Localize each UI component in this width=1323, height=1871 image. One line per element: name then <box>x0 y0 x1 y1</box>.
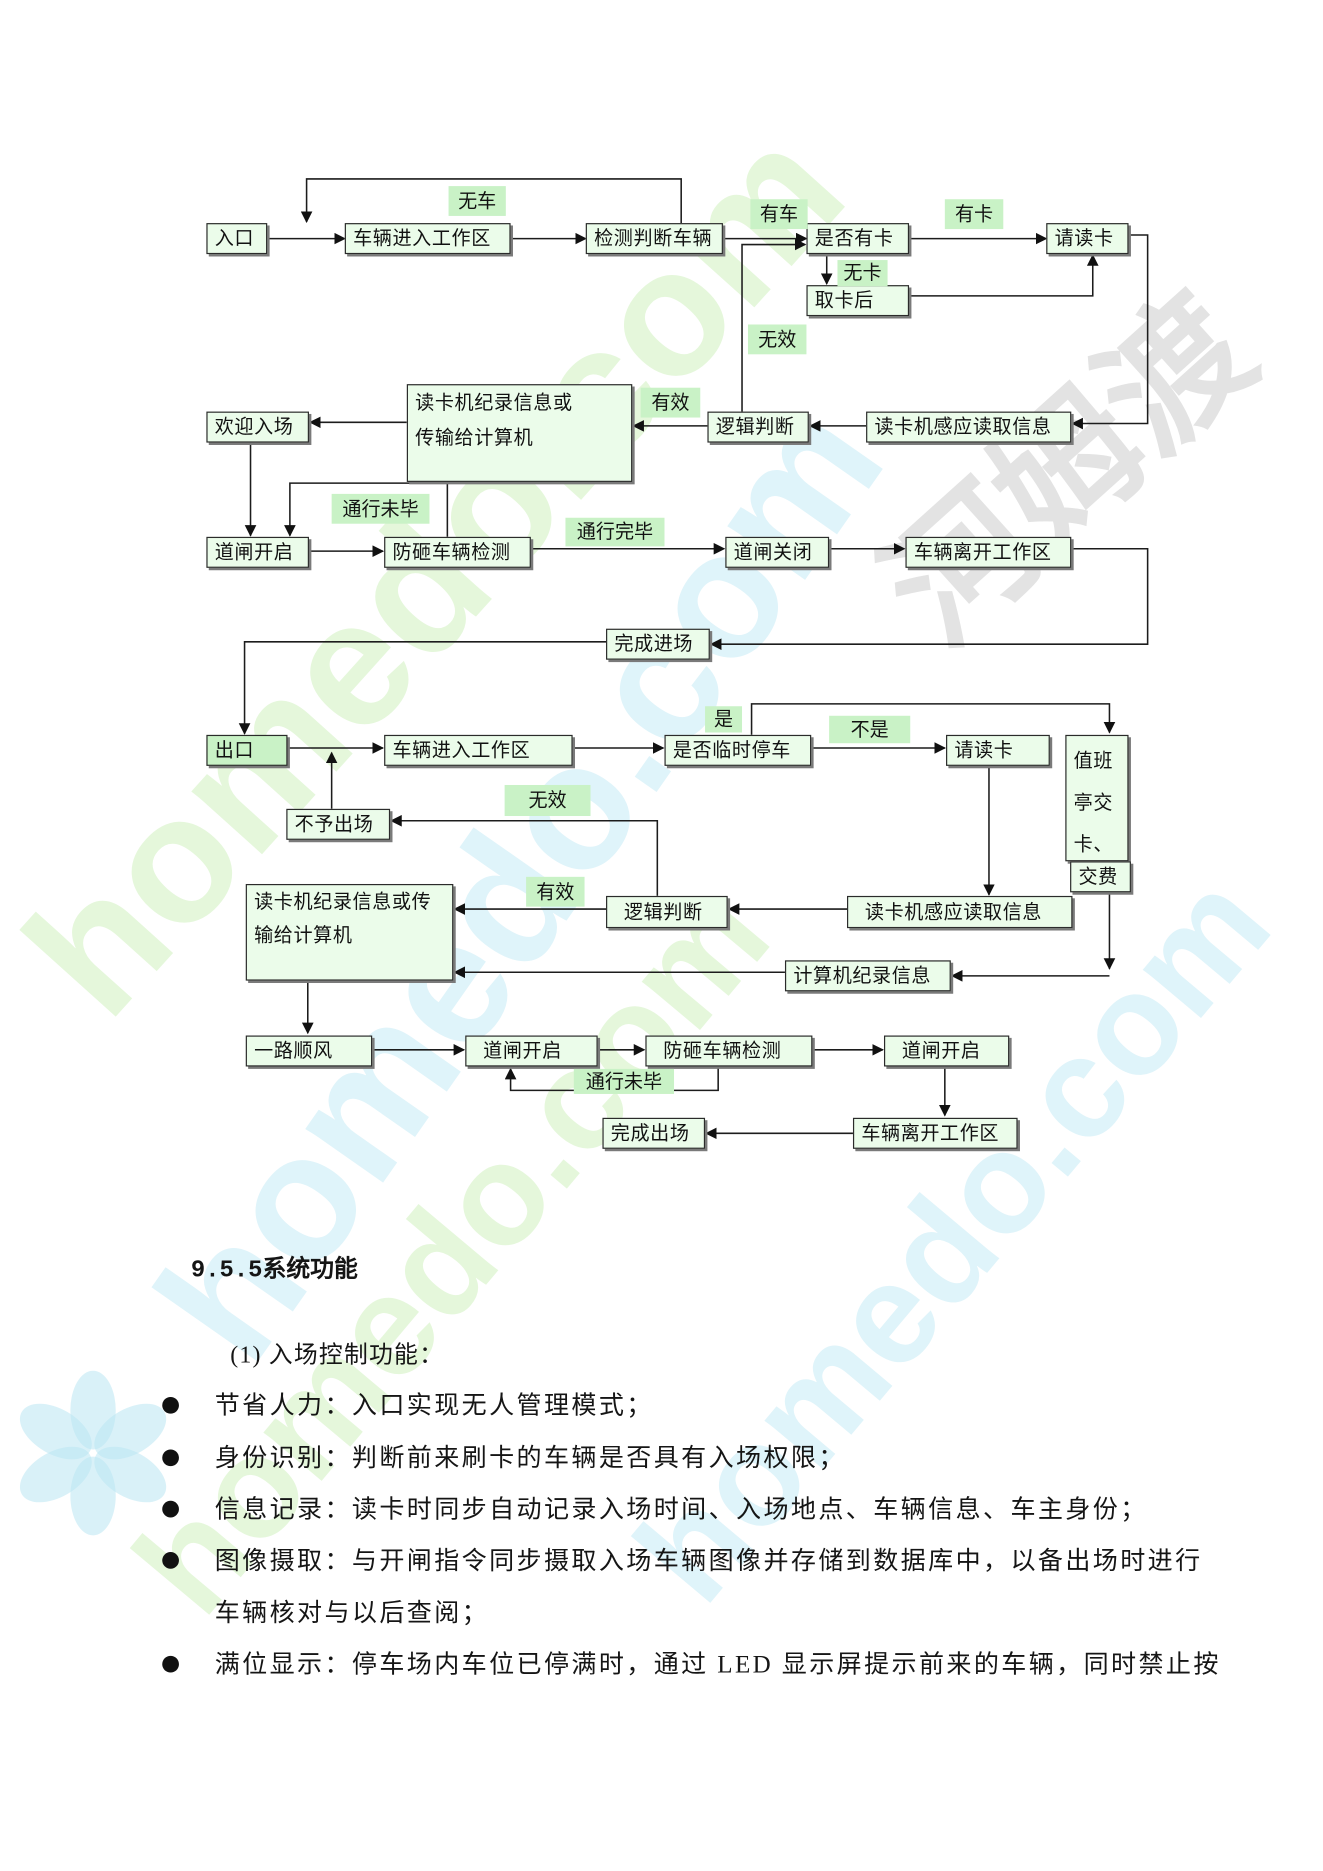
bullet-text: 信息记录：读卡时同步自动记录入场时间、入场地点、车辆信息、车主身份； <box>214 1494 1148 1524</box>
node-pay-fee: 交费 <box>1070 861 1131 893</box>
flower-logo-icon <box>19 1370 167 1536</box>
edge-label-exit-not-passed: 通行未毕 <box>573 1068 675 1094</box>
node-exit-gate-open-2: 道闸开启 <box>883 1035 1010 1067</box>
node-deny-exit: 不予出场 <box>286 808 391 840</box>
node-detect-vehicle: 检测判断车辆 <box>585 223 723 255</box>
edge-label-exit-valid: 有效 <box>526 876 585 907</box>
node-bon-voyage: 一路顺风 <box>245 1035 373 1067</box>
node-exit-reader-sense: 读卡机感应读取信息 <box>847 895 1073 929</box>
node-text-line: 传输给计算机 <box>415 425 534 449</box>
bullet-text: 满位显示：停车场内车位已停满时，通过 LED 显示屏提示前来的车辆，同时禁止按 <box>214 1649 1221 1679</box>
flowchart-connectors <box>238 178 1149 1140</box>
node-vehicle-enter: 车辆进入工作区 <box>344 223 511 255</box>
edge-label-invalid: 无效 <box>747 324 807 355</box>
edge-label-not-passed: 通行未毕 <box>331 493 430 524</box>
node-exit-anti-smash-detect: 防砸车辆检测 <box>645 1035 813 1067</box>
arrow-take-card-to-request <box>909 254 1099 297</box>
edge-label-passed: 通行完毕 <box>565 517 665 547</box>
node-text-line: 输给计算机 <box>254 923 353 947</box>
bullet-icon <box>162 1449 179 1467</box>
arrow-to-entry-complete <box>709 547 1149 651</box>
node-gate-close: 道闸关闭 <box>725 536 830 568</box>
node-is-temporary: 是否临时停车 <box>664 734 812 766</box>
arrow-request-to-reader <box>1071 234 1149 430</box>
node-exit-gate-open-1: 道闸开启 <box>465 1035 598 1067</box>
node-exit-vehicle-leave: 车辆离开工作区 <box>852 1117 1018 1149</box>
node-reader-sense: 读卡机感应读取信息 <box>866 411 1072 443</box>
edge-label-no-vehicle: 无车 <box>448 186 506 216</box>
bullet-icon <box>162 1396 179 1414</box>
edge-label-exit-invalid: 无效 <box>504 784 591 816</box>
node-text-line: 亭交 <box>1073 790 1114 814</box>
arrow-no-vehicle-loop <box>300 178 682 224</box>
node-exit-request-card: 请读卡 <box>946 734 1050 766</box>
edge-label-no-card: 无卡 <box>837 260 888 287</box>
node-gate-open: 道闸开启 <box>206 536 309 568</box>
bullet-icon <box>162 1552 179 1569</box>
node-exit-complete: 完成出场 <box>602 1117 706 1149</box>
node-text-line: 读卡机纪录信息或传 <box>254 889 432 913</box>
node-logic-judge: 逻辑判断 <box>707 411 809 443</box>
node-entry-start: 入口 <box>206 223 268 255</box>
node-vehicle-leave: 车辆离开工作区 <box>905 536 1072 568</box>
arrow-invalid-to-deny <box>390 814 659 896</box>
edge-label-has-vehicle: 有车 <box>750 199 808 230</box>
node-text-line: 读卡机纪录信息或 <box>415 391 573 414</box>
node-reader-record: 读卡机纪录信息或 传输给计算机 <box>406 384 633 482</box>
bullet-icon <box>162 1655 179 1673</box>
node-entry-complete: 完成进场 <box>606 628 710 660</box>
bullet-icon <box>162 1500 179 1518</box>
bullet-text: 图像摄取：与开闸指令同步摄取入场车辆图像并存储到数据库中，以备出场时进行 <box>214 1546 1203 1575</box>
edge-label-has-card: 有卡 <box>944 199 1004 230</box>
arrow-not-passed-loop <box>284 482 449 537</box>
section-heading: 9.5.5系统功能 <box>190 1257 358 1285</box>
node-welcome: 欢迎入场 <box>206 411 309 443</box>
section-subheading: (1) 入场控制功能： <box>230 1342 445 1369</box>
node-after-take-card: 取卡后 <box>806 285 910 317</box>
bullet-text: 身份识别：判断前来刷卡的车辆是否具有入场权限； <box>214 1443 846 1473</box>
edge-label-yes: 是 <box>705 706 743 733</box>
node-duty-booth: 值班 亭交 卡、 <box>1065 734 1129 862</box>
bullet-text-continuation: 车辆核对与以后查阅； <box>214 1598 490 1628</box>
edge-label-valid: 有效 <box>640 387 701 418</box>
node-computer-record: 计算机纪录信息 <box>784 960 951 992</box>
node-request-card: 请读卡 <box>1046 223 1129 255</box>
node-exit-logic-judge: 逻辑判断 <box>606 895 728 929</box>
arrow-yes-to-duty-booth <box>750 703 1116 735</box>
arrow-to-exit <box>238 641 607 735</box>
arrow-invalid-loop <box>741 238 807 412</box>
node-text-line: 值班 <box>1073 749 1114 772</box>
edge-label-no: 不是 <box>829 715 911 744</box>
node-exit-start: 出口 <box>206 734 288 766</box>
node-exit-vehicle-enter: 车辆进入工作区 <box>384 734 573 766</box>
node-has-card: 是否有卡 <box>806 223 910 255</box>
bullet-text: 节省人力：入口实现无人管理模式； <box>214 1390 654 1420</box>
node-anti-smash-detect: 防砸车辆检测 <box>384 536 531 568</box>
node-exit-reader-record: 读卡机纪录信息或传 输给计算机 <box>245 883 454 981</box>
node-text-line: 卡、 <box>1073 832 1114 856</box>
